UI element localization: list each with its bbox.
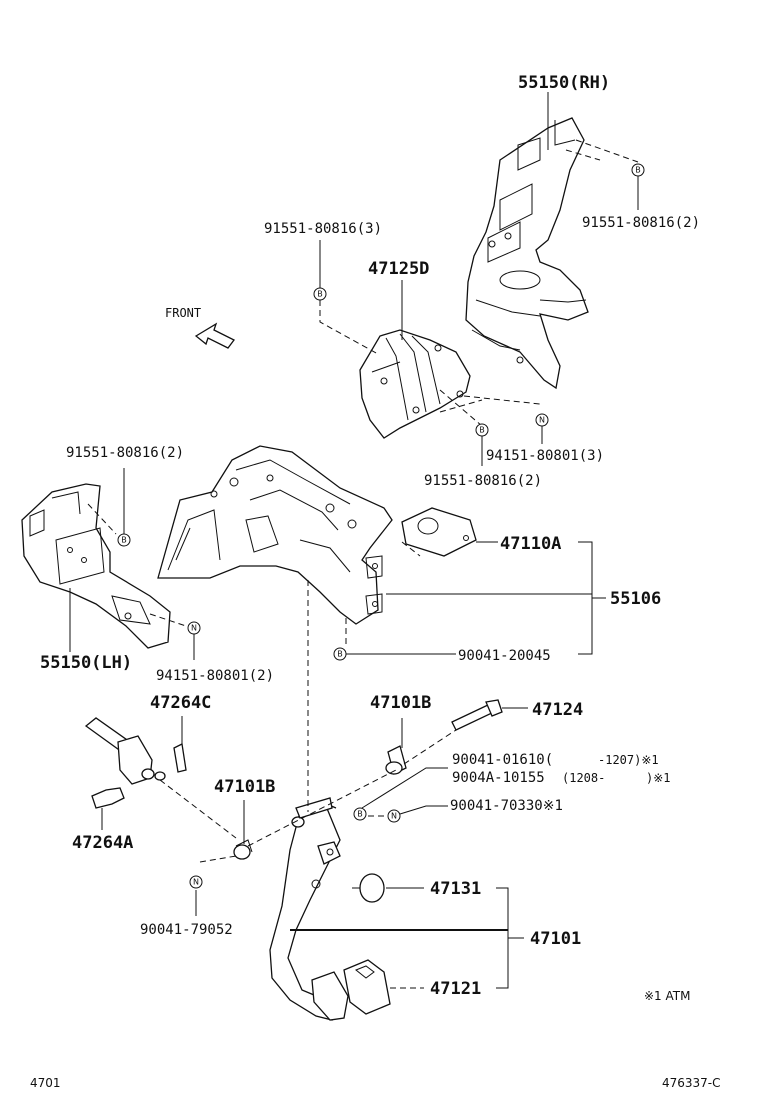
label-91551-80816-2-mid: 91551-80816(2) xyxy=(424,473,542,489)
bracket-55106 xyxy=(157,445,393,625)
footer-right-code: 476337-C xyxy=(662,1076,721,1090)
label-55150-lh: 55150(LH) xyxy=(40,653,132,673)
atm-note: ※1 ATM xyxy=(644,989,690,1003)
label-91551-80816-3: 91551-80816(3) xyxy=(264,221,382,237)
label-9004a-10155-note: (1208- xyxy=(562,771,605,785)
front-arrow xyxy=(194,322,235,349)
bracket-55150-lh xyxy=(21,483,171,649)
b-marker-90041-20045: B xyxy=(333,647,347,661)
label-90041-01610: 90041-01610( xyxy=(452,752,553,768)
svg-text:N: N xyxy=(191,624,197,633)
pedal-pad-47121 xyxy=(343,959,391,1015)
svg-text:B: B xyxy=(317,290,323,299)
b-marker-mid: B xyxy=(475,423,489,437)
label-94151-80801-3: 94151-80801(3) xyxy=(486,448,604,464)
bracket-47125d xyxy=(359,329,471,439)
label-90041-01610-note: -1207)※1 xyxy=(598,753,659,767)
label-47264a: 47264A xyxy=(72,833,133,853)
svg-text:B: B xyxy=(357,810,363,819)
label-47101b-mid: 47101B xyxy=(214,777,275,797)
n-marker-lh: N xyxy=(187,621,201,635)
label-55150-rh: 55150(RH) xyxy=(518,73,610,93)
bracket-55150-rh xyxy=(465,117,589,390)
svg-text:B: B xyxy=(479,426,485,435)
n-marker-mid: N xyxy=(535,413,549,427)
svg-text:B: B xyxy=(337,650,343,659)
n-marker-pedal: N xyxy=(387,809,401,823)
bushing-47101b-top xyxy=(385,745,407,775)
label-47131: 47131 xyxy=(430,879,481,899)
label-47101: 47101 xyxy=(530,929,581,949)
svg-text:B: B xyxy=(121,536,127,545)
b-marker-91551-3: B xyxy=(313,287,327,301)
front-label: FRONT xyxy=(165,306,201,320)
label-94151-80801-2: 94151-80801(2) xyxy=(156,668,274,684)
label-91551-80816-2-rh: 91551-80816(2) xyxy=(582,215,700,231)
label-90041-79052: 90041-79052 xyxy=(140,922,233,938)
label-90041-20045: 90041-20045 xyxy=(458,648,551,664)
b-marker-pedal: B xyxy=(353,807,367,821)
n-marker-79052: N xyxy=(189,875,203,889)
svg-text:B: B xyxy=(635,166,641,175)
label-47124: 47124 xyxy=(532,700,583,720)
label-47110a: 47110A xyxy=(500,534,561,554)
footer-left-code: 4701 xyxy=(30,1076,61,1090)
label-55106: 55106 xyxy=(610,589,661,609)
b-marker-rh: B xyxy=(631,163,645,177)
svg-text:N: N xyxy=(391,812,397,821)
pedal-assembly xyxy=(269,797,349,1021)
label-9004a-10155-note2: )※1 xyxy=(646,771,671,785)
svg-text:N: N xyxy=(539,416,545,425)
bushing-47101b-mid xyxy=(233,839,253,860)
bracket-47110a xyxy=(401,507,477,557)
label-47125d: 47125D xyxy=(368,259,429,279)
bolt-47124 xyxy=(451,699,503,731)
label-9004a-10155: 9004A-10155 xyxy=(452,770,545,786)
stopper-47131 xyxy=(352,873,385,903)
svg-text:N: N xyxy=(193,878,199,887)
label-90041-70330: 90041-70330※1 xyxy=(450,798,563,814)
clevis-assembly xyxy=(84,717,187,809)
label-47264c: 47264C xyxy=(150,693,211,713)
label-47121: 47121 xyxy=(430,979,481,999)
leader-lines xyxy=(69,92,639,989)
b-marker-lh: B xyxy=(117,533,131,547)
label-47101b-top: 47101B xyxy=(370,693,431,713)
label-91551-80816-2-lh: 91551-80816(2) xyxy=(66,445,184,461)
